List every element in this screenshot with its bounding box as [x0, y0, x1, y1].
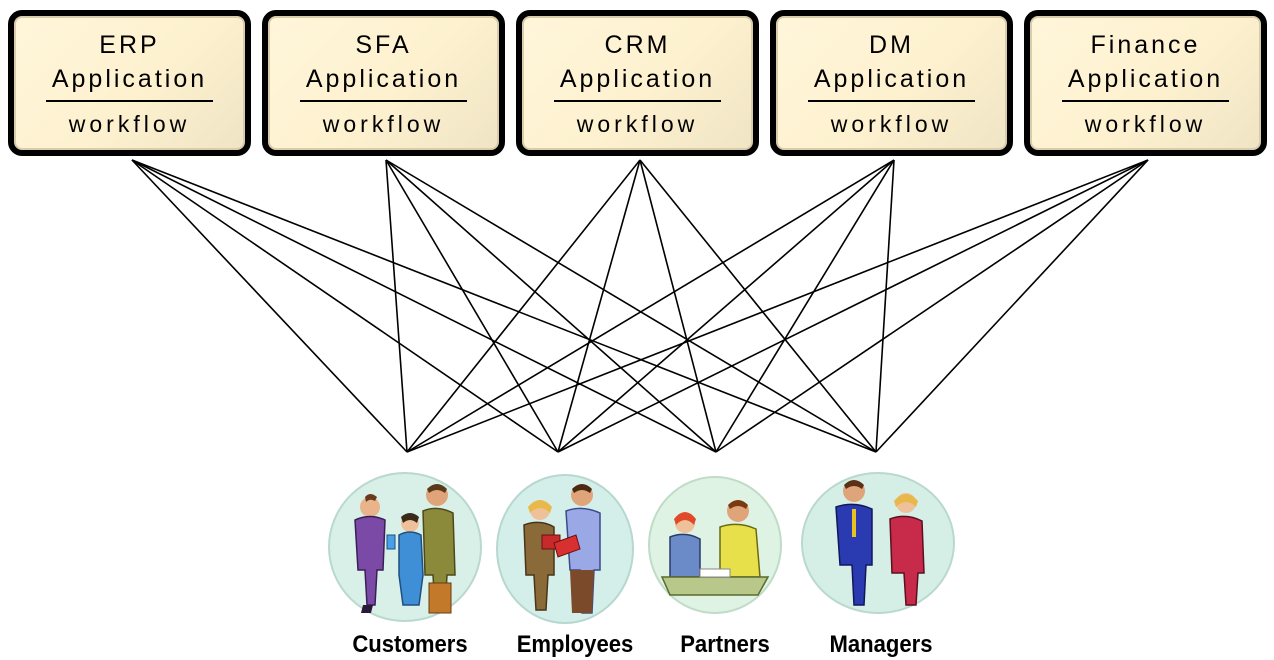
link-sfa-managers — [385, 159, 877, 453]
app-type: Application — [813, 65, 970, 93]
managers-people-icon — [801, 472, 955, 614]
link-finance-managers — [875, 159, 1149, 453]
employees-people-icon — [496, 474, 634, 624]
link-sfa-partners — [385, 159, 717, 453]
link-dm-employees — [557, 159, 895, 453]
app-divider — [808, 100, 975, 102]
app-box-dm: DM Application workflow — [770, 10, 1013, 156]
link-erp-partners — [131, 159, 717, 453]
app-workflow: workflow — [1084, 111, 1207, 137]
app-name: DM — [869, 31, 914, 59]
app-name: CRM — [604, 31, 671, 59]
app-type: Application — [305, 65, 462, 93]
role-label: Customers — [352, 631, 468, 658]
link-crm-customers — [406, 159, 641, 453]
link-sfa-employees — [385, 159, 559, 453]
app-workflow: workflow — [68, 111, 191, 137]
app-type: Application — [51, 65, 208, 93]
app-divider — [554, 100, 721, 102]
customers-people-icon — [328, 472, 482, 622]
app-workflow: workflow — [322, 111, 445, 137]
link-finance-employees — [557, 159, 1149, 453]
app-box-finance: Finance Application workflow — [1024, 10, 1267, 156]
app-name: Finance — [1090, 31, 1201, 59]
link-dm-managers — [875, 159, 895, 453]
link-erp-customers — [131, 159, 408, 453]
app-box-crm: CRM Application workflow — [516, 10, 759, 156]
app-name: ERP — [99, 31, 160, 59]
link-sfa-customers — [385, 159, 408, 453]
link-crm-managers — [639, 159, 877, 453]
link-dm-partners — [715, 159, 895, 453]
app-name: SFA — [355, 31, 412, 59]
app-type: Application — [559, 65, 716, 93]
app-box-sfa: SFA Application workflow — [262, 10, 505, 156]
app-divider — [300, 100, 467, 102]
link-dm-customers — [406, 159, 895, 453]
app-workflow: workflow — [830, 111, 953, 137]
link-finance-partners — [715, 159, 1149, 453]
role-label: Managers — [829, 631, 933, 658]
link-finance-customers — [406, 159, 1149, 453]
link-crm-employees — [557, 159, 641, 453]
partners-people-icon — [648, 476, 782, 614]
link-crm-partners — [639, 159, 717, 453]
app-workflow: workflow — [576, 111, 699, 137]
link-erp-employees — [131, 159, 559, 453]
role-label: Partners — [680, 631, 770, 658]
link-erp-managers — [131, 159, 877, 453]
app-divider — [1062, 100, 1229, 102]
app-box-erp: ERP Application workflow — [8, 10, 251, 156]
app-divider — [46, 100, 213, 102]
role-label: Employees — [516, 631, 634, 658]
app-type: Application — [1067, 65, 1224, 93]
